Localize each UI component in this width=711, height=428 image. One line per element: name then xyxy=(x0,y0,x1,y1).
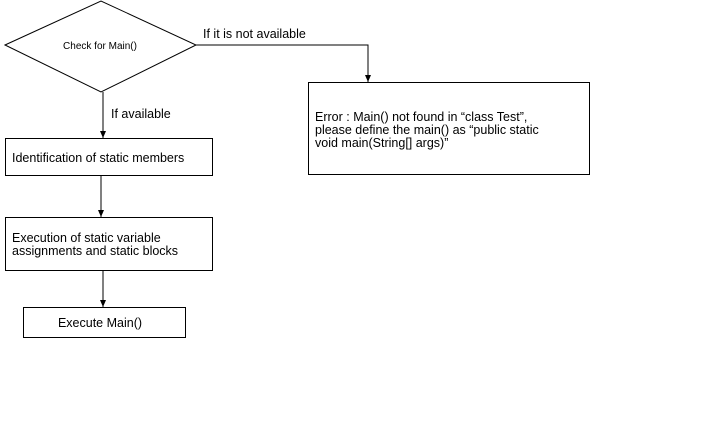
process-execute-main: Execute Main() xyxy=(23,307,186,338)
error-box-line-3: void main(String[] args)” xyxy=(315,136,448,150)
edge-not-available: If it is not available xyxy=(196,27,371,82)
error-box-line-1: Error : Main() not found in “class Test”… xyxy=(315,110,527,124)
process-identification-label: Identification of static members xyxy=(12,151,184,165)
error-box: Error : Main() not found in “class Test”… xyxy=(308,82,590,175)
error-box-line-2: please define the main() as “public stat… xyxy=(315,123,539,137)
edge-not-available-label: If it is not available xyxy=(203,27,306,41)
decision-check-main-label: Check for Main() xyxy=(63,41,137,52)
process-execution-line-1: Execution of static variable xyxy=(12,231,161,245)
process-identification: Identification of static members xyxy=(5,138,213,176)
process-execution-label: Execution of static variable assignments… xyxy=(12,231,178,258)
process-execution-line-2: assignments and static blocks xyxy=(12,244,178,258)
error-box-text: Error : Main() not found in “class Test”… xyxy=(315,110,542,150)
process-execute-main-label: Execute Main() xyxy=(58,316,142,330)
process-execution: Execution of static variable assignments… xyxy=(5,217,213,271)
edge-available-label: If available xyxy=(111,107,171,121)
decision-check-main: Check for Main() xyxy=(3,0,198,93)
edge-available: If available xyxy=(100,92,171,138)
